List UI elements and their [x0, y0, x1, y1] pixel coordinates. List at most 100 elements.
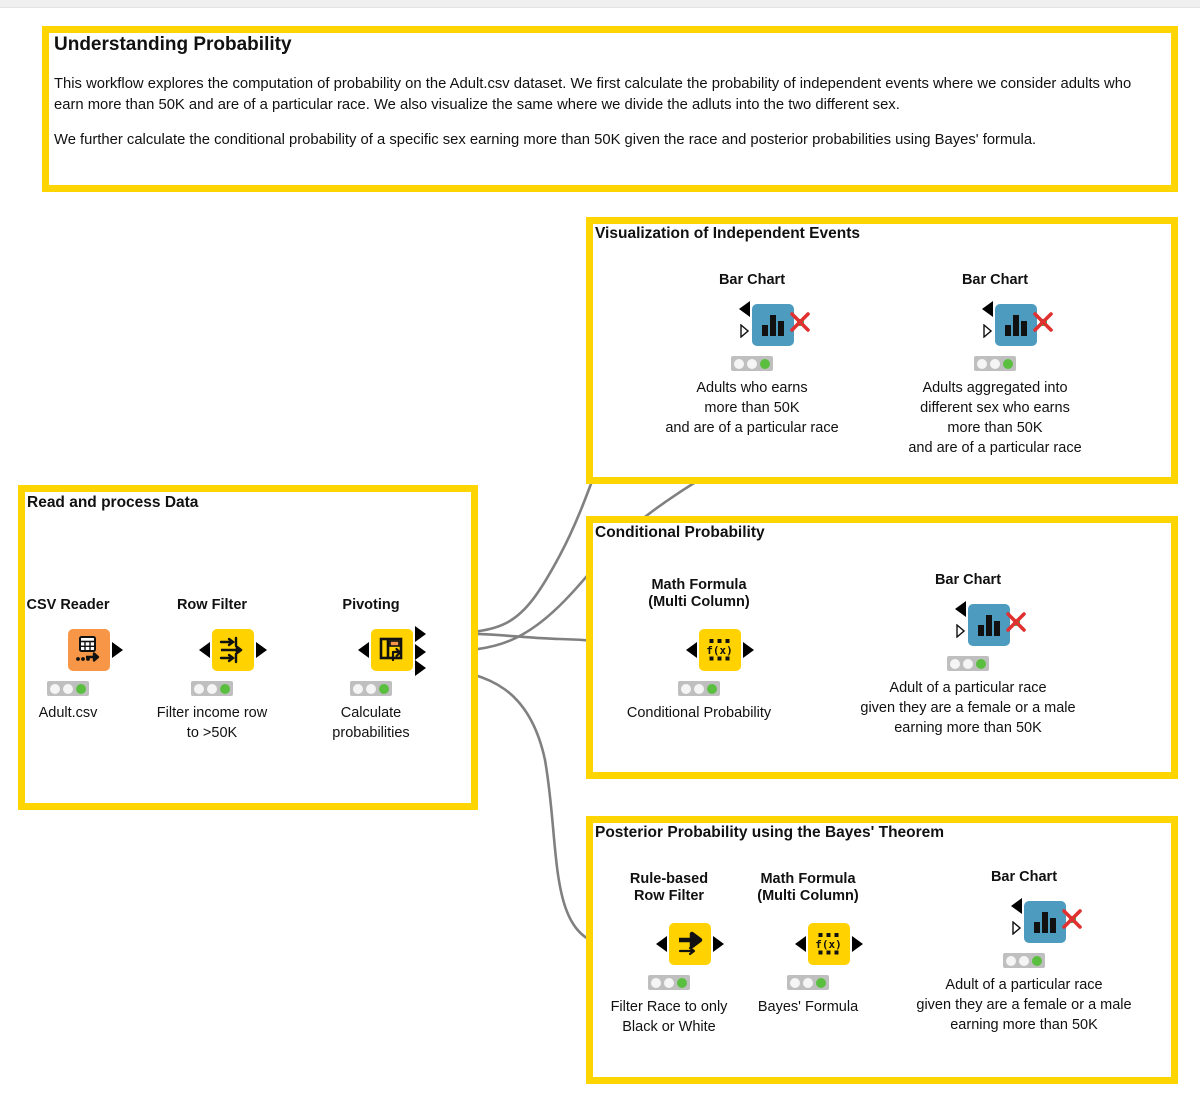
workflow-title: Understanding Probability: [54, 34, 292, 55]
status-bulb-executed: [378, 683, 389, 694]
port-in-rule-based-row-filter[interactable]: [656, 936, 667, 952]
title-line: (Multi Column): [757, 888, 859, 904]
node-caption-bar-chart-3: Adult of a particular race given they ar…: [860, 678, 1075, 738]
status-bulb-executed: [706, 683, 717, 694]
flow-variable-port-in-bar-chart-4[interactable]: [1012, 921, 1021, 935]
math-formula-glyph: f(x): [815, 933, 842, 955]
caption-line: Filter Race to only: [610, 999, 728, 1015]
status-bulb-executed: [676, 977, 687, 988]
flow-variable-port-in-bar-chart-2[interactable]: [983, 324, 992, 338]
title-line: Math Formula: [760, 871, 856, 887]
close-icon[interactable]: [1005, 611, 1027, 633]
close-icon[interactable]: [1061, 908, 1083, 930]
bar-chart-icon[interactable]: [968, 604, 1010, 646]
status-bulb-idle: [950, 658, 961, 669]
node-caption-bar-chart-2: Adults aggregated into different sex who…: [908, 378, 1081, 458]
status-bulb-running: [663, 977, 674, 988]
status-bulb-executed: [815, 977, 826, 988]
annotation-box-conditional-probability[interactable]: [586, 516, 1178, 779]
rule-based-row-filter-icon[interactable]: [669, 923, 711, 965]
title-line: Row Filter: [633, 888, 705, 904]
port-out-pivoting-3[interactable]: [415, 660, 426, 676]
bar-chart-icon[interactable]: [752, 304, 794, 346]
status-indicator-row-filter: [191, 681, 233, 696]
section-title-visualization-of-independent-events: Visualization of Independent Events: [595, 225, 860, 242]
node-title-bar-chart-1: Bar Chart: [718, 272, 786, 288]
bar-chart-icon[interactable]: [995, 304, 1037, 346]
flow-variable-port-in-bar-chart-1[interactable]: [740, 324, 749, 338]
status-bulb-executed: [75, 683, 86, 694]
node-caption-math-formula-conditional: Conditional Probability: [627, 703, 771, 723]
port-in-math-formula-conditional[interactable]: [686, 642, 697, 658]
caption-line: more than 50K: [947, 420, 1043, 436]
title-line: (Multi Column): [648, 594, 750, 610]
bar-chart-icon[interactable]: [1024, 901, 1066, 943]
port-in-pivoting[interactable]: [358, 642, 369, 658]
description-paragraph-1: This workflow explores the computation o…: [54, 76, 1132, 113]
port-out-math-formula-bayes[interactable]: [852, 936, 863, 952]
node-title-pivoting: Pivoting: [342, 597, 400, 613]
port-out-csv-reader[interactable]: [112, 642, 123, 658]
port-out-pivoting-2[interactable]: [415, 644, 426, 660]
port-out-math-formula-conditional[interactable]: [743, 642, 754, 658]
math-formula-icon[interactable]: f(x): [808, 923, 850, 965]
status-bulb-idle: [194, 683, 205, 694]
node-title-rule-based-row-filter: Rule-based Row Filter: [630, 871, 708, 905]
status-bulb-running: [1018, 955, 1029, 966]
status-bulb-executed: [759, 358, 770, 369]
status-indicator-math-formula-bayes: [787, 975, 829, 990]
status-bulb-idle: [651, 977, 662, 988]
node-caption-pivoting: Calculate probabilities: [332, 703, 409, 743]
top-strip: [0, 0, 1200, 8]
flow-variable-port-in-bar-chart-3[interactable]: [956, 624, 965, 638]
workflow-description: This workflow explores the computation o…: [54, 74, 1162, 151]
row-filter-icon[interactable]: [212, 629, 254, 671]
caption-line: Bayes' Formula: [757, 999, 859, 1015]
svg-text:f(x): f(x): [706, 644, 733, 657]
port-in-bar-chart-1[interactable]: [739, 301, 750, 317]
port-in-bar-chart-4[interactable]: [1011, 898, 1022, 914]
caption-line: earning more than 50K: [950, 1017, 1098, 1033]
caption-line: given they are a female or a male: [860, 700, 1076, 716]
port-in-bar-chart-2[interactable]: [982, 301, 993, 317]
status-indicator-bar-chart-2: [974, 356, 1016, 371]
port-in-row-filter[interactable]: [199, 642, 210, 658]
csv-reader-icon[interactable]: [68, 629, 110, 671]
node-caption-math-formula-bayes: Bayes' Formula: [758, 997, 858, 1017]
caption-line: and are of a particular race: [665, 420, 839, 436]
status-bulb-idle: [977, 358, 988, 369]
close-icon[interactable]: [789, 311, 811, 333]
port-out-rule-based-row-filter[interactable]: [713, 936, 724, 952]
rule-based-row-filter-glyph: [678, 931, 703, 956]
caption-line: Calculate: [340, 705, 402, 721]
section-title-conditional-probability: Conditional Probability: [595, 524, 765, 541]
bar-chart-glyph: [762, 315, 784, 336]
node-title-bar-chart-3: Bar Chart: [934, 572, 1002, 588]
math-formula-icon[interactable]: f(x): [699, 629, 741, 671]
port-in-bar-chart-3[interactable]: [955, 601, 966, 617]
status-bulb-idle: [734, 358, 745, 369]
node-caption-bar-chart-4: Adult of a particular race given they ar…: [916, 975, 1131, 1035]
caption-line: Filter income row: [156, 705, 268, 721]
status-bulb-running: [206, 683, 217, 694]
section-title-posterior-probability: Posterior Probability using the Bayes' T…: [595, 824, 945, 841]
status-bulb-running: [802, 977, 813, 988]
svg-text:f(x): f(x): [815, 938, 842, 951]
caption-line: and are of a particular race: [908, 440, 1082, 456]
annotation-box-visualization-of-independent-events[interactable]: [586, 217, 1178, 484]
status-indicator-csv-reader: [47, 681, 89, 696]
pivoting-icon[interactable]: [371, 629, 413, 671]
caption-line: Black or White: [622, 1019, 716, 1035]
status-bulb-executed: [219, 683, 230, 694]
node-title-math-formula-conditional: Math Formula (Multi Column): [648, 577, 749, 611]
bar-chart-glyph: [1005, 315, 1027, 336]
caption-line: different sex who earns: [920, 400, 1070, 416]
status-bulb-idle: [790, 977, 801, 988]
node-title-row-filter: Row Filter: [176, 597, 248, 613]
port-in-math-formula-bayes[interactable]: [795, 936, 806, 952]
port-out-row-filter[interactable]: [256, 642, 267, 658]
close-icon[interactable]: [1032, 311, 1054, 333]
port-out-pivoting-1[interactable]: [415, 626, 426, 642]
annotation-box-workflow-description[interactable]: [42, 26, 1178, 192]
